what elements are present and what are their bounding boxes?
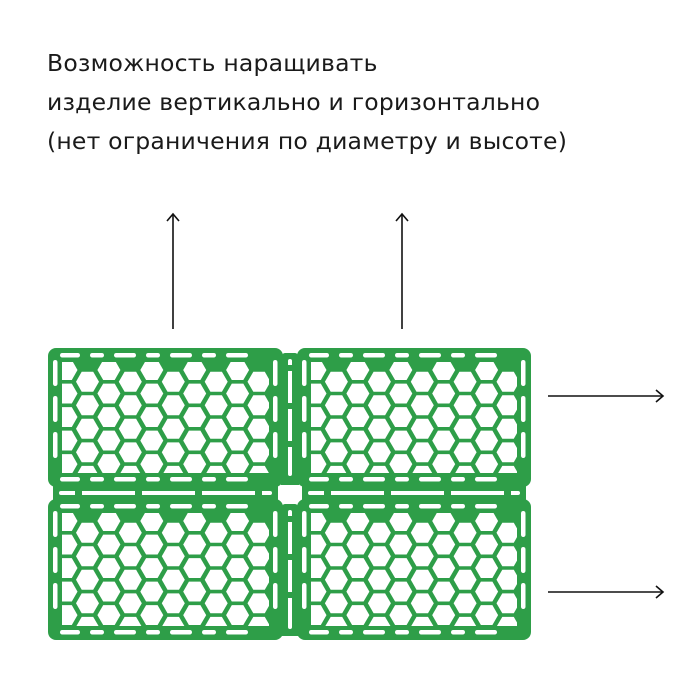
caption-line-1: Возможность наращивать: [47, 49, 378, 77]
panel-bottom-left: [48, 499, 283, 640]
caption: Возможность наращивать изделие вертикаль…: [47, 44, 687, 161]
arrow-right-bottom-icon: [548, 585, 665, 599]
arrow-up-right-icon: [395, 212, 409, 329]
panel-top-right: [297, 348, 531, 487]
caption-line-2: изделие вертикально и горизонтально: [47, 88, 541, 116]
caption-line-3: (нет ограничения по диаметру и высоте): [47, 127, 568, 155]
panel-connectors: [53, 353, 526, 636]
arrow-right-top-icon: [548, 389, 665, 403]
panel-bottom-right: [297, 499, 531, 640]
arrow-up-left-icon: [166, 212, 180, 329]
panel-top-left: [48, 348, 283, 487]
